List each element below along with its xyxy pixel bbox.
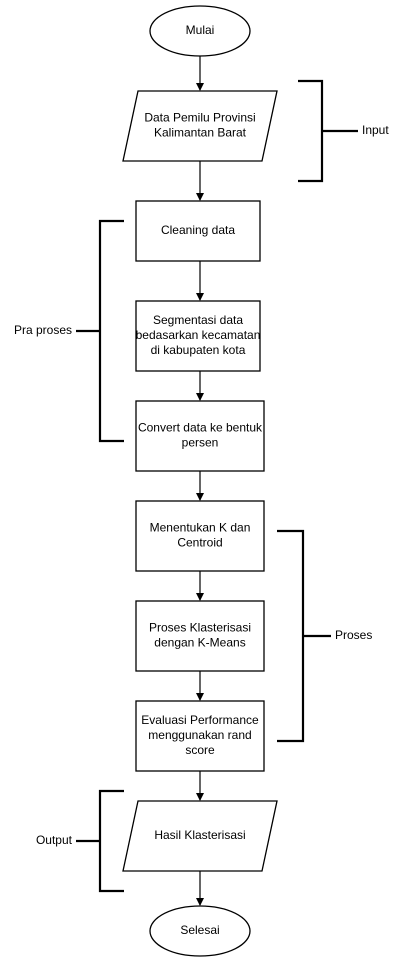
node-label-line: Segmentasi data: [153, 313, 243, 327]
node-label-line: Data Pemilu Provinsi: [144, 111, 255, 125]
node-label-line: Proses Klasterisasi: [149, 621, 251, 635]
bracket-line: [98, 219, 124, 443]
preprocess-group-bracket: Pra proses: [14, 219, 124, 443]
node-label-line: Convert data ke bentuk: [138, 421, 263, 435]
process-box-shape: [135, 400, 265, 472]
node-label-line: persen: [182, 436, 219, 450]
bracket-line: [98, 789, 124, 893]
node-label-line: Cleaning data: [161, 223, 235, 237]
bracket-line: [298, 79, 324, 183]
node-label-line: Evaluasi Performance: [141, 713, 259, 727]
node-label-line: Centroid: [177, 536, 222, 550]
process-box-shape: [135, 700, 265, 772]
node-start: Mulai: [149, 5, 251, 57]
input-group-bracket: Input: [298, 79, 389, 183]
data-parallelogram-shape: [122, 800, 278, 872]
node-label-line: score: [185, 743, 215, 757]
group-label: Output: [36, 833, 73, 847]
node-result: Hasil Klasterisasi: [122, 800, 278, 872]
node-label-line: Selesai: [180, 923, 219, 937]
process-box-shape: [135, 600, 265, 672]
group-label: Proses: [335, 628, 372, 642]
node-end: Selesai: [149, 905, 251, 957]
data-parallelogram-shape: [122, 90, 278, 162]
node-label-line: bedasarkan kecamatan: [136, 328, 261, 342]
node-label-line: Hasil Klasterisasi: [154, 828, 245, 842]
terminator-shape: [149, 905, 251, 957]
terminator-shape: [149, 5, 251, 57]
output-group-bracket: Output: [36, 789, 124, 893]
group-label: Pra proses: [14, 323, 72, 337]
node-label-line: Kalimantan Barat: [154, 126, 247, 140]
process-box-shape: [135, 300, 261, 372]
node-label-line: menggunakan rand: [148, 728, 251, 742]
node-label-line: Mulai: [186, 23, 215, 37]
group-label: Input: [362, 123, 389, 137]
node-label-line: Menentukan K dan: [150, 521, 251, 535]
bracket-line: [277, 529, 305, 743]
process-group-bracket: Proses: [277, 529, 372, 743]
node-cleaning: Cleaning data: [135, 200, 261, 262]
node-label-line: di kabupaten kota: [151, 343, 246, 357]
process-box-shape: [135, 500, 265, 572]
process-box-shape: [135, 200, 261, 262]
node-label-line: dengan K-Means: [154, 636, 245, 650]
